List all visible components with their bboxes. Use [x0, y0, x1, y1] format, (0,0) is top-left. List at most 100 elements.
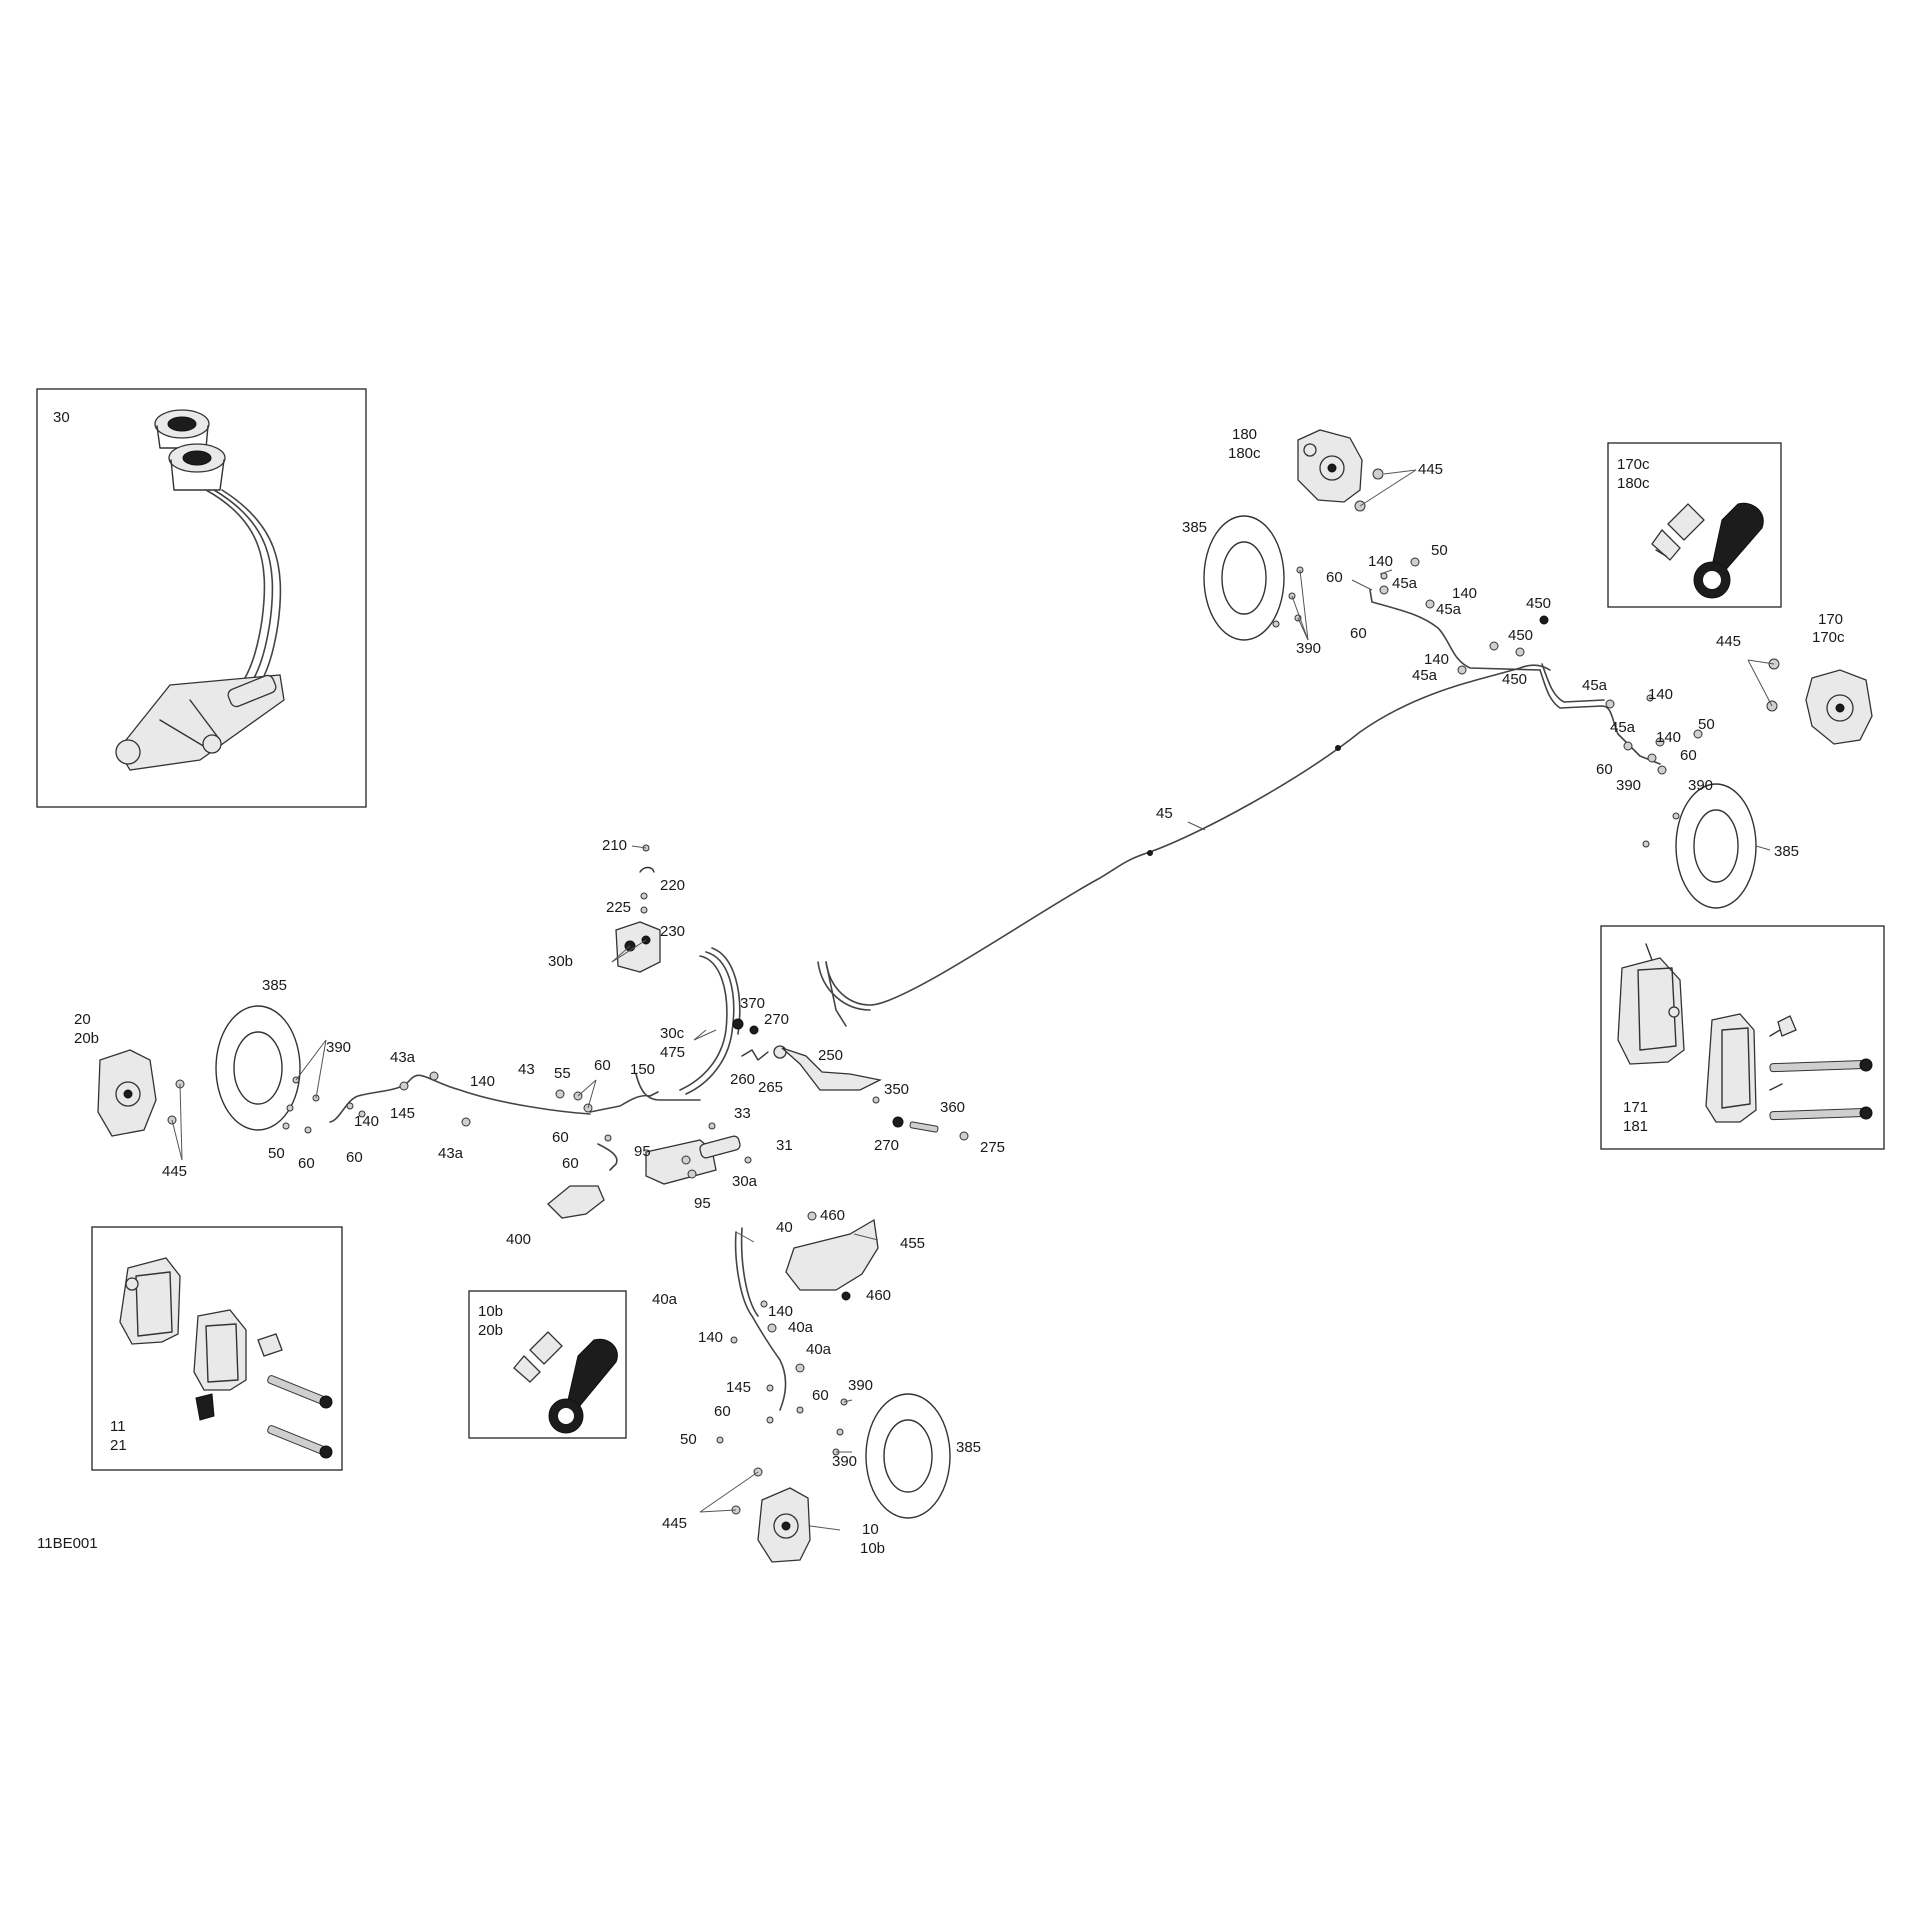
callout: 140	[1656, 729, 1681, 746]
callout: 140	[1424, 651, 1449, 668]
callout: 60	[812, 1387, 829, 1404]
inset-bleeder-left: 10b 20b	[468, 1290, 627, 1439]
callout: 45a	[1610, 719, 1636, 736]
inset-master-cylinder: 30	[36, 388, 367, 808]
inset-bleeder-left-line2: 20b	[478, 1322, 503, 1339]
callout: 170c	[1812, 629, 1845, 646]
callout: 390	[326, 1039, 351, 1056]
inset-bleeder-right-line1: 170c	[1617, 456, 1650, 473]
inset-pads-left: 11 21	[91, 1226, 343, 1471]
inset-bleeder-left-line1: 10b	[478, 1303, 503, 1320]
bottom-assembly-drawing	[716, 1211, 951, 1563]
callout: 385	[1774, 843, 1799, 860]
rotor-top-drawing	[1203, 515, 1304, 641]
callout: 31	[776, 1137, 793, 1154]
callout: 50	[1431, 542, 1448, 559]
figure-id: 11BE001	[37, 1535, 98, 1552]
inset-bleeder-right: 170c 180c	[1607, 442, 1782, 608]
brake-pads-left-drawing	[119, 1257, 333, 1459]
callout: 265	[758, 1079, 783, 1096]
inset-bleeder-right-line2: 180c	[1617, 475, 1650, 492]
callout: 43	[518, 1061, 535, 1078]
callout: 43a	[390, 1049, 416, 1066]
rotor-right-drawing	[1642, 783, 1757, 909]
callout: 350	[884, 1081, 909, 1098]
callout: 210	[602, 837, 627, 854]
callout: 400	[506, 1231, 531, 1248]
center-assembly-drawing	[615, 844, 969, 1185]
callout: 50	[1698, 716, 1715, 733]
callout: 140	[1368, 553, 1393, 570]
inset-pads-left-line1: 11	[110, 1418, 126, 1435]
main-brake-line	[817, 664, 1551, 1027]
bleeder-screw-drawing	[1651, 503, 1705, 561]
callout: 270	[874, 1137, 899, 1154]
callout: 40a	[652, 1291, 678, 1308]
inset-pads-right-line2: 181	[1623, 1118, 1648, 1135]
callout: 10b	[860, 1540, 885, 1557]
top-right-line-assembly	[1369, 557, 1703, 775]
callout: 50	[680, 1431, 697, 1448]
callout: 95	[634, 1143, 651, 1160]
callout: 225	[606, 899, 631, 916]
callout: 390	[848, 1377, 873, 1394]
callout: 390	[1688, 777, 1713, 794]
callout: 140	[354, 1113, 379, 1130]
callout: 50	[268, 1145, 285, 1162]
callout: 60	[1596, 761, 1613, 778]
callout: 140	[1648, 686, 1673, 703]
callout: 45a	[1436, 601, 1462, 618]
callout: 140	[768, 1303, 793, 1320]
callout: 60	[346, 1149, 363, 1166]
callout: 95	[694, 1195, 711, 1212]
callout: 385	[1182, 519, 1207, 536]
callout: 40	[776, 1219, 793, 1236]
leader-lines	[171, 469, 1775, 1531]
callout: 360	[940, 1099, 965, 1116]
inset-pads-right: 171 181	[1600, 925, 1885, 1150]
inset-master-cylinder-label: 30	[53, 409, 70, 426]
callout: 370	[740, 995, 765, 1012]
callout: 33	[734, 1105, 751, 1122]
callout: 250	[818, 1047, 843, 1064]
callout: 220	[660, 877, 685, 894]
callout: 30a	[732, 1173, 758, 1190]
callout: 145	[726, 1379, 751, 1396]
callout: 270	[764, 1011, 789, 1028]
callout: 45a	[1582, 677, 1608, 694]
callout: 475	[660, 1044, 685, 1061]
callout: 385	[262, 977, 287, 994]
callout: 455	[900, 1235, 925, 1252]
callout: 60	[1680, 747, 1697, 764]
callout: 450	[1526, 595, 1551, 612]
master-cylinder-drawing	[115, 409, 285, 771]
caliper-170-drawing	[1766, 658, 1873, 745]
callout: 60	[1326, 569, 1343, 586]
bleeder-cap-left-drawing	[548, 1338, 618, 1434]
bleeder-cap-drawing	[1693, 502, 1764, 599]
callout: 20	[74, 1011, 91, 1028]
callout: 450	[1508, 627, 1533, 644]
callout: 445	[1418, 461, 1443, 478]
callout: 45a	[1392, 575, 1418, 592]
brake-pads-right-drawing	[1617, 943, 1873, 1123]
callout: 30b	[548, 953, 573, 970]
callout: 43a	[438, 1145, 464, 1162]
inset-pads-right-line1: 171	[1623, 1099, 1648, 1116]
callout: 60	[298, 1155, 315, 1172]
callout: 180c	[1228, 445, 1261, 462]
callout: 275	[980, 1139, 1005, 1156]
callout: 10	[862, 1521, 879, 1538]
callout: 390	[832, 1453, 857, 1470]
callout: 55	[554, 1065, 571, 1082]
callout: 140	[698, 1329, 723, 1346]
callout: 60	[552, 1129, 569, 1146]
callout: 20b	[74, 1030, 99, 1047]
callout-labels: 180 180c 445 385 140 50 60 45a 140 45a 3…	[37, 426, 1845, 1557]
callout: 445	[162, 1163, 187, 1180]
callout: 45a	[1412, 667, 1438, 684]
callout: 170	[1818, 611, 1843, 628]
callout: 385	[956, 1439, 981, 1456]
caliper-180-drawing	[1297, 429, 1384, 512]
